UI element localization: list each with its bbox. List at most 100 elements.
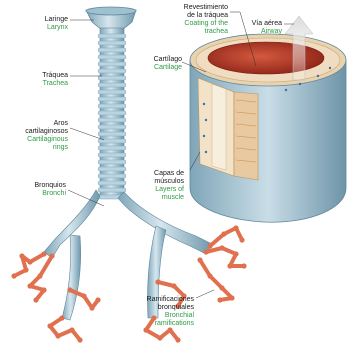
label-rings-en-1: Cartilaginous (25, 136, 68, 144)
cartilage-ring (98, 41, 126, 45)
alveolus (41, 251, 46, 256)
alveolus (207, 243, 212, 248)
label-trachea-en: Trachea (42, 80, 68, 88)
alveolus (233, 251, 238, 256)
cartilage-ring (98, 111, 126, 115)
label-airway: Vía aérea Airway (252, 20, 282, 36)
alveolus (95, 297, 100, 302)
label-ramifications-en-1: Bronchial (147, 312, 194, 320)
alveolus (27, 259, 32, 264)
label-coating: Revestimiento de la tráquea Coating of t… (184, 4, 228, 36)
alveolus (19, 253, 24, 258)
alveolus (41, 287, 46, 292)
label-ramifications-es-1: Ramificaciones (147, 296, 194, 304)
alveolus (11, 273, 16, 278)
trachea-tube (98, 28, 126, 199)
cartilage-ring (98, 160, 126, 164)
trachea-cross-section (190, 16, 346, 222)
label-muscle-es-1: Capas de (154, 170, 184, 178)
alveolus (67, 287, 72, 292)
alveolus (171, 283, 176, 288)
label-rings-en-2: rings (25, 144, 68, 152)
label-muscle-en-1: Layers of (154, 186, 184, 194)
alveolus (203, 249, 208, 254)
label-coating-es-1: Revestimiento (184, 4, 228, 12)
cartilage-ring (98, 90, 126, 94)
cartilage-ring (98, 83, 126, 87)
alveolus (175, 337, 180, 342)
alveolus (69, 327, 74, 332)
cartilage-ring (98, 62, 126, 66)
alveolus (167, 327, 172, 332)
alveolus (55, 333, 60, 338)
label-airway-en: Airway (252, 28, 282, 36)
label-cartilage: Cartílago Cartilage (154, 56, 182, 72)
label-cartilage-en: Cartilage (154, 64, 182, 72)
cartilage-ring (98, 167, 126, 171)
bronchiole-branch (210, 228, 242, 246)
alveolus (33, 297, 38, 302)
cartilage-ring (98, 118, 126, 122)
label-trachea: Tráquea Trachea (42, 72, 68, 88)
cartilage-ring (98, 48, 126, 52)
bronchial-ramifications (11, 225, 246, 342)
label-bronchi-es: Bronquios (34, 182, 66, 190)
cartilage-ring (98, 153, 126, 157)
bronchiole-branch (14, 254, 44, 276)
alveolus (59, 315, 64, 320)
label-airway-es: Vía aérea (252, 20, 282, 28)
bronchi (11, 190, 246, 343)
alveolus (207, 273, 212, 278)
alveolus (241, 263, 246, 268)
alveolus (219, 285, 224, 290)
cartilage-ring (98, 146, 126, 150)
alveolus (227, 263, 232, 268)
label-coating-en-1: Coating of the (184, 20, 228, 28)
alveolus (27, 283, 32, 288)
cartilage-ring (98, 97, 126, 101)
alveolus (221, 231, 226, 236)
bronchiole-branch (206, 248, 244, 266)
alveolus (233, 225, 238, 230)
alveolus (49, 253, 54, 258)
alveolus (197, 257, 202, 262)
label-rings: Aros cartilaginosos Cartilaginous rings (25, 120, 68, 152)
cartilage-ring (98, 181, 126, 185)
label-ramifications: Ramificaciones bronquiales Bronchial ram… (147, 296, 194, 328)
label-rings-es-2: cartilaginosos (25, 128, 68, 136)
label-larynx: Laringe Larynx (45, 16, 68, 32)
label-coating-es-2: de la tráquea (184, 12, 228, 20)
alveolus (143, 327, 148, 332)
alveolus (23, 267, 28, 272)
label-muscle-en-2: muscle (154, 194, 184, 202)
label-muscle-es-2: músculos (154, 178, 184, 186)
larynx (86, 7, 136, 30)
label-ramifications-en-2: ramifications (147, 320, 194, 328)
label-larynx-en: Larynx (45, 24, 68, 32)
cartilage-ring (98, 55, 126, 59)
label-ramifications-es-2: bronquiales (147, 304, 194, 312)
alveolus (47, 323, 52, 328)
label-rings-es-1: Aros (25, 120, 68, 128)
label-trachea-es: Tráquea (42, 72, 68, 80)
alveolus (81, 293, 86, 298)
cartilage-ring (98, 69, 126, 73)
label-larynx-es: Laringe (45, 16, 68, 24)
cartilage-ring (98, 125, 126, 129)
label-muscle: Capas de músculos Layers of muscle (154, 170, 184, 202)
label-coating-en-2: trachea (184, 28, 228, 36)
label-bronchi: Bronquios Bronchi (34, 182, 66, 198)
label-cartilage-es: Cartílago (154, 56, 182, 64)
alveolus (219, 245, 224, 250)
cartilage-ring (98, 188, 126, 192)
alveolus (155, 279, 160, 284)
cartilage-ring (98, 34, 126, 38)
cartilage-ring (98, 76, 126, 80)
cartilage-ring (98, 104, 126, 108)
cartilage-ring (98, 174, 126, 178)
alveolus (217, 297, 222, 302)
alveolus (89, 305, 94, 310)
alveolus (37, 273, 42, 278)
alveolus (157, 335, 162, 340)
cartilage-ring (98, 132, 126, 136)
